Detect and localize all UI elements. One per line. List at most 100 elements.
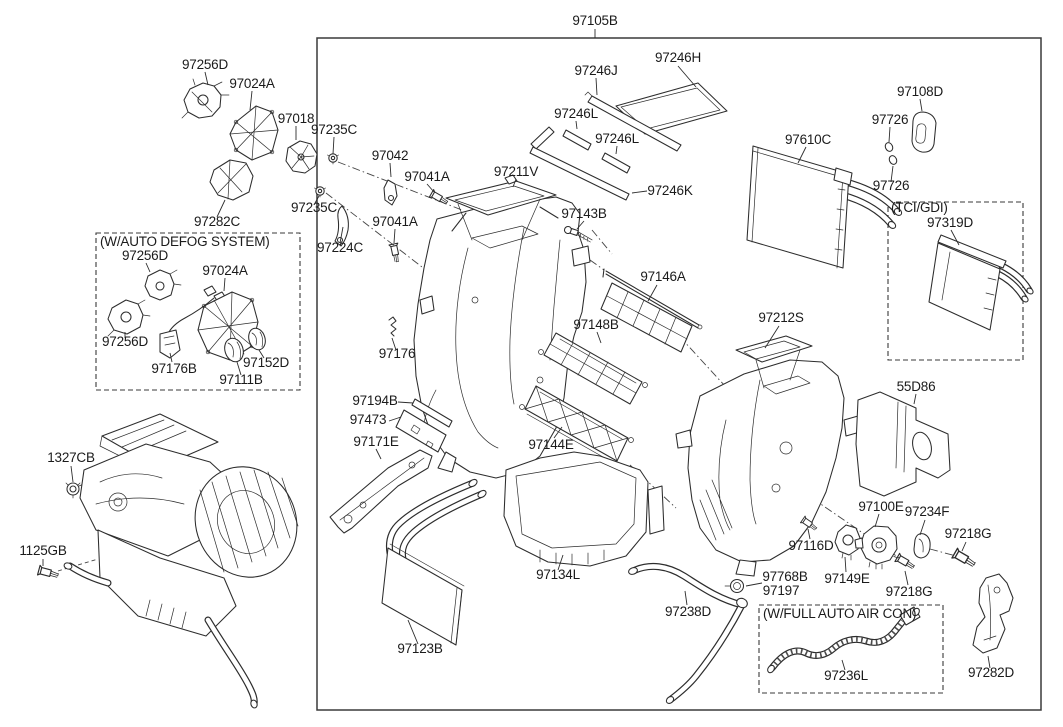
part-label-97116d: 97116D — [788, 538, 834, 553]
part-label-97176b: 97176B — [151, 361, 197, 376]
part-label-97319d: 97319D — [927, 215, 974, 230]
drawing-97256d-motor-1 — [181, 78, 230, 119]
part-label-97100e: 97100E — [858, 499, 904, 514]
drawing-1327cb-nut — [65, 482, 81, 499]
part-label-97246k: 97246K — [647, 183, 693, 198]
part-label-55d86: 55D86 — [897, 379, 936, 394]
part-label-97726-1: 97726 — [872, 112, 909, 127]
tci-gdi-group-box — [887, 201, 1024, 361]
part-label-97211v: 97211V — [494, 164, 539, 179]
drawing-97282c-motor — [209, 159, 254, 201]
part-label-97024a-1: 97024A — [229, 76, 275, 91]
part-label-97246l-2: 97246L — [595, 131, 640, 146]
drawing-97148b-filter — [538, 332, 648, 405]
leader-lines — [42, 29, 991, 671]
part-label-97246l-1: 97246L — [554, 106, 599, 121]
part-label-97246h: 97246H — [655, 50, 701, 65]
drawing-97143b-sensor — [563, 225, 593, 243]
drawing-97319d-evaporator — [928, 234, 1034, 331]
full-auto-air-con-group-box — [758, 604, 944, 694]
part-label-97171e: 97171E — [353, 434, 399, 449]
drawing-97176-clip — [388, 316, 397, 337]
part-label-97146a: 97146A — [640, 269, 686, 284]
drawing-97246l-seal-2 — [601, 152, 631, 174]
drawing-97726-clips — [884, 142, 898, 165]
part-label-97256d-3: 97256D — [102, 334, 149, 349]
part-label-1327cb: 1327CB — [47, 450, 95, 465]
drawing-97246l-seal-1 — [562, 129, 592, 151]
drawing-97218g-screw-2 — [894, 552, 917, 572]
group-label-full-auto-air-con: (W/FULL AUTO AIR CON) — [763, 606, 916, 621]
main-border-box — [316, 37, 1042, 711]
part-label-97105b: 97105B — [572, 13, 618, 28]
part-label-97041a-2: 97041A — [372, 214, 418, 229]
part-label-97143b: 97143B — [561, 206, 607, 221]
part-label-97111b: 97111B — [219, 372, 263, 387]
part-label-1125gb: 1125GB — [19, 543, 67, 558]
part-label-97152d: 97152D — [243, 355, 290, 370]
part-label-97144e: 97144E — [528, 437, 574, 452]
drawing-97282d-bracket — [972, 573, 1014, 654]
auto-defog-group-box — [95, 232, 301, 391]
drawing-heater-pipes — [389, 478, 487, 559]
part-label-97018: 97018 — [278, 111, 315, 126]
part-label-97473: 97473 — [350, 412, 387, 427]
drawing-97100e-actuator — [854, 525, 898, 570]
drawing-97152d-cam — [248, 327, 266, 351]
drawing-1125gb-screw — [36, 564, 60, 581]
part-label-97224c: 97224C — [317, 240, 364, 255]
part-label-97768b: 97768B — [762, 569, 808, 584]
part-label-97282d: 97282D — [968, 665, 1015, 680]
part-label-97108d: 97108D — [897, 84, 944, 99]
part-label-97041a-1: 97041A — [404, 169, 450, 184]
part-label-97726-2: 97726 — [873, 178, 910, 193]
drawing-97236l-hose — [767, 606, 921, 674]
part-label-97235c-2: 97235C — [291, 200, 338, 215]
drawing-97256d-motor-2 — [144, 269, 182, 301]
part-label-97134l: 97134L — [536, 567, 581, 582]
drawing-97041a-screw-2 — [388, 242, 403, 264]
drawing-97224c-lever — [334, 205, 349, 247]
drawing-97123b-heater-core — [381, 543, 465, 646]
drawing-97235c-nut-2 — [313, 186, 327, 198]
drawing-97134l-lower-case — [503, 451, 665, 567]
group-label-tci-gdi: (TCI/GDI) — [891, 200, 948, 215]
drawing-97149e-actuator — [834, 524, 861, 561]
part-label-97256d-2: 97256D — [122, 248, 169, 263]
drawing-97218g-screw-1 — [951, 547, 978, 570]
part-label-97238d: 97238D — [665, 604, 712, 619]
part-label-97236l: 97236L — [824, 668, 869, 683]
drawing-97144e-filter — [519, 385, 634, 467]
drawing-97473-cover — [395, 409, 447, 453]
part-label-97246j: 97246J — [574, 63, 617, 78]
drawing-97235c-nut-1 — [326, 153, 340, 165]
drawing-97212s-case — [675, 335, 861, 577]
drawing-97238d-drain-hose — [628, 566, 748, 704]
part-label-97218g-2: 97218G — [886, 584, 933, 599]
drawing-97246k-seal — [529, 126, 630, 201]
drawing-97610c-evaporator — [746, 145, 903, 269]
part-label-97149e: 97149E — [824, 571, 870, 586]
drawing-97246j-seal — [584, 91, 682, 152]
drawing-97768b-grommet — [724, 578, 745, 594]
part-label-97148b: 97148B — [573, 317, 619, 332]
drawing-97146a-grille — [600, 268, 703, 353]
part-label-97024a-2: 97024A — [202, 263, 248, 278]
group-label-auto-defog: (W/AUTO DEFOG SYSTEM) — [100, 234, 270, 249]
part-label-97123b: 97123B — [397, 641, 443, 656]
part-label-97218g-1: 97218G — [945, 526, 992, 541]
drawing-97108d-grommet — [911, 111, 937, 153]
drawing-97042-lever — [383, 179, 398, 206]
part-label-97197: 97197 — [763, 583, 800, 598]
part-label-97212s: 97212S — [758, 310, 804, 325]
drawing-97024a-plate-1 — [229, 105, 279, 161]
drawing-assembled-hvac-unit — [63, 413, 299, 709]
part-label-97282c: 97282C — [194, 214, 241, 229]
drawing-97171e-bracket — [329, 449, 433, 534]
part-label-97042: 97042 — [372, 148, 409, 163]
drawing-97111b-cam — [224, 337, 244, 363]
drawing-97256d-motor-3 — [107, 299, 151, 337]
part-label-97194b: 97194B — [352, 393, 398, 408]
part-labels: 97105B 97256D 97024A 97018 97235C 97042 … — [19, 13, 1014, 683]
part-label-97234f: 97234F — [905, 504, 950, 519]
